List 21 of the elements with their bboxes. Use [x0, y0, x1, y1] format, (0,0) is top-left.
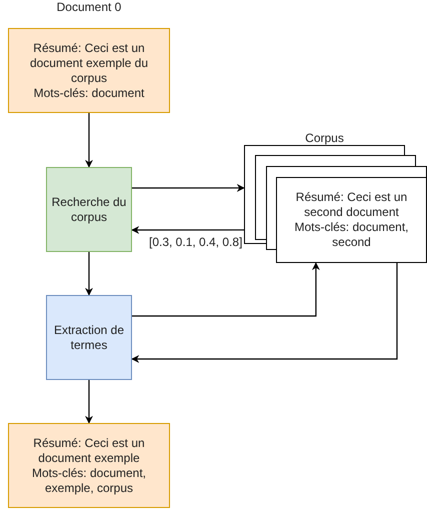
box-text: Résumé: Ceci est un document exemple — [32, 436, 146, 466]
box-text: Mots-clés: document, exemple, corpus — [30, 466, 148, 496]
box-text: Mots-clés: document — [34, 86, 144, 100]
edge-label: [0.3, 0.1, 0.4, 0.8] — [148, 235, 244, 249]
page-text: Résumé: Ceci est un second document — [294, 190, 408, 220]
document-box — [8, 423, 170, 508]
arrow — [131, 263, 398, 363]
arrow — [132, 184, 245, 192]
arrow — [132, 262, 320, 317]
arrow — [85, 113, 93, 168]
box-text: Recherche du corpus — [51, 194, 127, 224]
process-box — [46, 295, 132, 380]
process-box — [46, 167, 132, 252]
box-heading: Document 0 — [56, 0, 122, 14]
arrow — [85, 252, 93, 296]
arrow — [85, 380, 93, 424]
stack-heading: Corpus — [304, 131, 345, 145]
box-text: Résumé: Ceci est un document exemple du corpus — [28, 40, 150, 86]
page-text: Mots-clés: document, second — [293, 220, 410, 250]
box-text: Extraction de termes — [52, 322, 126, 352]
arrow — [131, 226, 244, 234]
